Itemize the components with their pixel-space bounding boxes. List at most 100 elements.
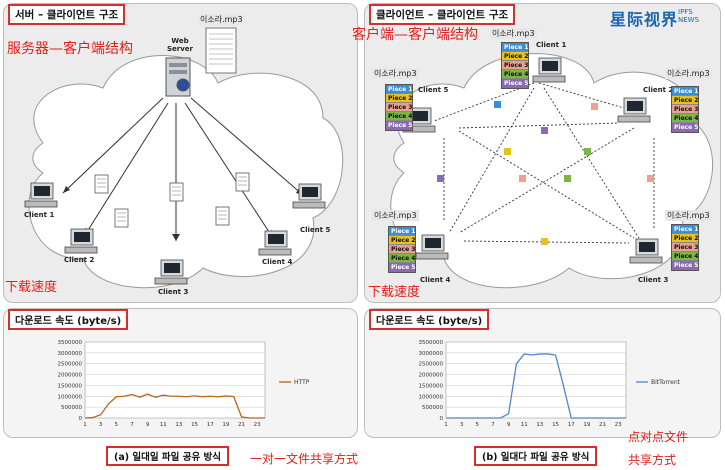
piece-item: Piece 3: [386, 103, 412, 112]
legend-label: BitTorrent: [651, 379, 681, 386]
plot-area: [84, 341, 266, 419]
y-tick-label: 1500000: [58, 383, 83, 389]
piece-item: Piece 2: [389, 236, 415, 245]
plot-area: [445, 341, 627, 419]
piece-item: Piece 4: [672, 252, 698, 261]
client-client-title: 클라이언트 – 클라이언트 구조: [369, 4, 516, 25]
piece-stack-client-3: Piece 1 Piece 2 Piece 3 Piece 4 Piece 5: [671, 224, 699, 271]
x-tick-label: 1: [444, 422, 448, 428]
piece-item: Piece 1: [389, 227, 415, 236]
series-line: [446, 353, 626, 419]
p2p-client-1-label: Client 1: [536, 41, 567, 49]
x-tick-label: 13: [536, 422, 543, 428]
x-tick-label: 17: [568, 422, 575, 428]
x-tick-label: 19: [222, 422, 229, 428]
y-tick-label: 500000: [422, 405, 443, 411]
x-tick-label: 15: [552, 422, 559, 428]
x-tick-label: 9: [507, 422, 511, 428]
client-client-subtitle-cn: 客户端—客户端结构: [352, 27, 478, 43]
x-tick-label: 11: [160, 422, 167, 428]
piece-item: Piece 1: [672, 225, 698, 234]
logo-sub-ipfs: IPFS: [678, 8, 693, 16]
y-tick-label: 500000: [61, 405, 82, 411]
piece-item: Piece 5: [386, 121, 412, 130]
server-file-label: 이소라.mp3: [198, 14, 245, 25]
x-tick-label: 11: [521, 422, 528, 428]
piece-item: Piece 4: [502, 70, 528, 79]
piece-item: Piece 4: [672, 114, 698, 123]
x-tick-label: 3: [99, 422, 103, 428]
left-chart-caption-cn: 一对一文件共享方式: [250, 452, 359, 466]
x-tick-label: 7: [130, 422, 134, 428]
client-2-label: Client 2: [64, 256, 95, 264]
p2p-file-label-5: 이소라.mp3: [665, 210, 712, 221]
piece-item: Piece 1: [386, 85, 412, 94]
y-tick-label: 3500000: [419, 340, 444, 346]
client-1-label: Client 1: [24, 211, 55, 219]
http-download-chart: 0500000100000015000002000000250000030000…: [58, 340, 310, 428]
piece-item: Piece 5: [502, 79, 528, 88]
x-tick-label: 1: [83, 422, 87, 428]
left-chart-title: 다운로드 속도 (byte/s): [8, 309, 129, 330]
p2p-file-label-4: 이소라.mp3: [372, 210, 419, 221]
piece-item: Piece 2: [386, 94, 412, 103]
right-chart-caption-cn-1: 点对点文件: [628, 430, 689, 444]
p2p-client-2-label: Client 2: [643, 86, 674, 94]
p2p-file-label-3: 이소라.mp3: [665, 68, 712, 79]
left-chart-caption: (a) 일대일 파일 공유 방식: [106, 446, 229, 466]
x-tick-label: 5: [115, 422, 119, 428]
piece-item: Piece 5: [389, 263, 415, 272]
right-chart-caption-cn-2: 共享方式: [628, 453, 677, 467]
x-tick-label: 21: [599, 422, 606, 428]
logo-main-text: 星际视界: [610, 10, 679, 29]
piece-item: Piece 3: [672, 243, 698, 252]
server-client-diagram: [24, 27, 344, 289]
y-tick-label: 3000000: [419, 351, 444, 357]
x-tick-label: 21: [238, 422, 245, 428]
legend-label: HTTP: [294, 379, 310, 386]
piece-item: Piece 3: [672, 105, 698, 114]
file-docs: [94, 27, 250, 228]
client-client-diagram: [390, 53, 714, 289]
x-tick-label: 19: [583, 422, 590, 428]
piece-stack-client-2: Piece 1 Piece 2 Piece 3 Piece 4 Piece 5: [671, 86, 699, 133]
client-5-label: Client 5: [300, 226, 331, 234]
right-chart-title: 다운로드 속도 (byte/s): [369, 309, 490, 330]
x-tick-label: 7: [491, 422, 495, 428]
y-tick-label: 1500000: [419, 383, 444, 389]
y-tick-label: 1000000: [419, 394, 444, 400]
x-tick-label: 23: [254, 422, 261, 428]
x-tick-label: 23: [615, 422, 622, 428]
logo-sub-news: NEWS: [678, 16, 700, 24]
piece-markers: [437, 101, 654, 245]
client-3-label: Client 3: [158, 288, 189, 296]
y-tick-label: 2500000: [58, 362, 83, 368]
y-tick-label: 2500000: [419, 362, 444, 368]
x-tick-label: 13: [175, 422, 182, 428]
piece-stack-client-4: Piece 1 Piece 2 Piece 3 Piece 4 Piece 5: [388, 226, 416, 273]
x-tick-label: 17: [207, 422, 214, 428]
x-tick-label: 9: [146, 422, 150, 428]
left-speed-cn: 下载速度: [5, 280, 58, 295]
right-speed-cn: 下载速度: [368, 285, 421, 300]
piece-stack-client-5: Piece 1 Piece 2 Piece 3 Piece 4 Piece 5: [385, 84, 413, 131]
piece-item: Piece 2: [672, 234, 698, 243]
x-tick-label: 15: [191, 422, 198, 428]
p2p-client-4-label: Client 4: [420, 276, 451, 284]
web-server-label: Web Server: [167, 37, 194, 53]
piece-item: Piece 3: [389, 245, 415, 254]
y-tick-label: 3000000: [58, 351, 83, 357]
server-client-subtitle-cn: 服务器—客户端结构: [7, 41, 133, 57]
x-tick-label: 3: [460, 422, 464, 428]
piece-item: Piece 5: [672, 261, 698, 270]
right-chart-caption: (b) 일대다 파일 공유 방식: [474, 446, 598, 466]
p2p-file-label-2: 이소라.mp3: [372, 68, 419, 79]
piece-item: Piece 1: [502, 43, 528, 52]
series-line: [84, 393, 265, 419]
p2p-client-5-label: Client 5: [418, 86, 449, 94]
y-tick-label: 0: [440, 416, 444, 422]
piece-item: Piece 1: [672, 87, 698, 96]
y-tick-label: 2000000: [58, 373, 83, 379]
